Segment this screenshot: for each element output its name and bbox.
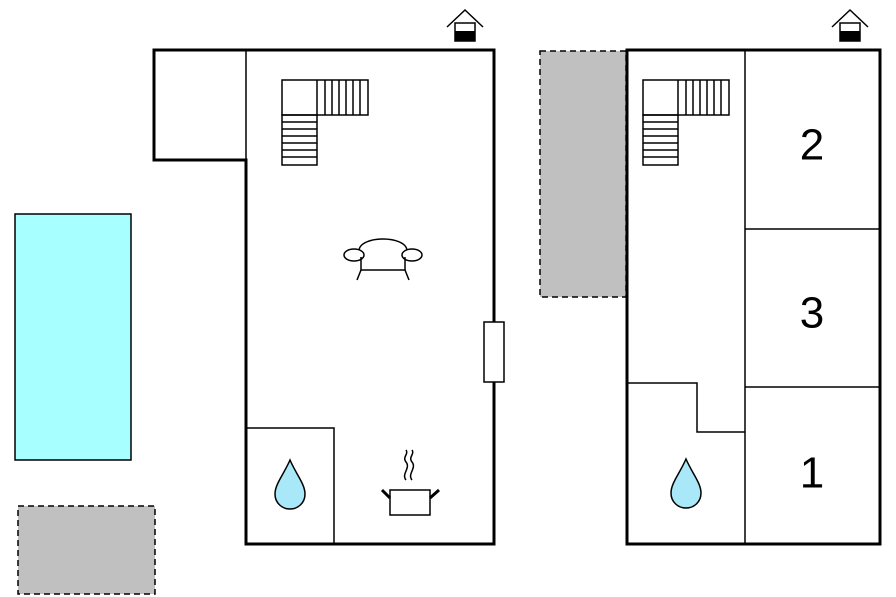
swimming-pool	[14, 213, 132, 461]
sofa-icon	[343, 238, 423, 281]
room-label-1: 1	[800, 449, 824, 498]
staircase-icon	[642, 79, 730, 166]
water-drop-icon	[274, 458, 306, 510]
ground-floor-outline	[152, 48, 496, 546]
terrace-right	[539, 50, 627, 298]
upper-floor-outline	[625, 48, 882, 546]
room-label-2: 2	[800, 121, 824, 170]
room-label-3: 3	[800, 289, 824, 338]
house-entrance-icon	[831, 8, 869, 42]
cooking-pot-icon	[380, 449, 440, 516]
terrace-left	[17, 505, 156, 595]
staircase-icon	[281, 79, 369, 166]
door-icon	[483, 321, 505, 383]
water-drop-icon	[670, 457, 702, 509]
bathroom-walls	[246, 427, 335, 544]
bathroom-walls-upper	[627, 382, 745, 433]
ground-floor	[152, 8, 505, 546]
upper-floor: 2 3 1	[625, 8, 882, 546]
house-entrance-icon	[446, 8, 484, 42]
